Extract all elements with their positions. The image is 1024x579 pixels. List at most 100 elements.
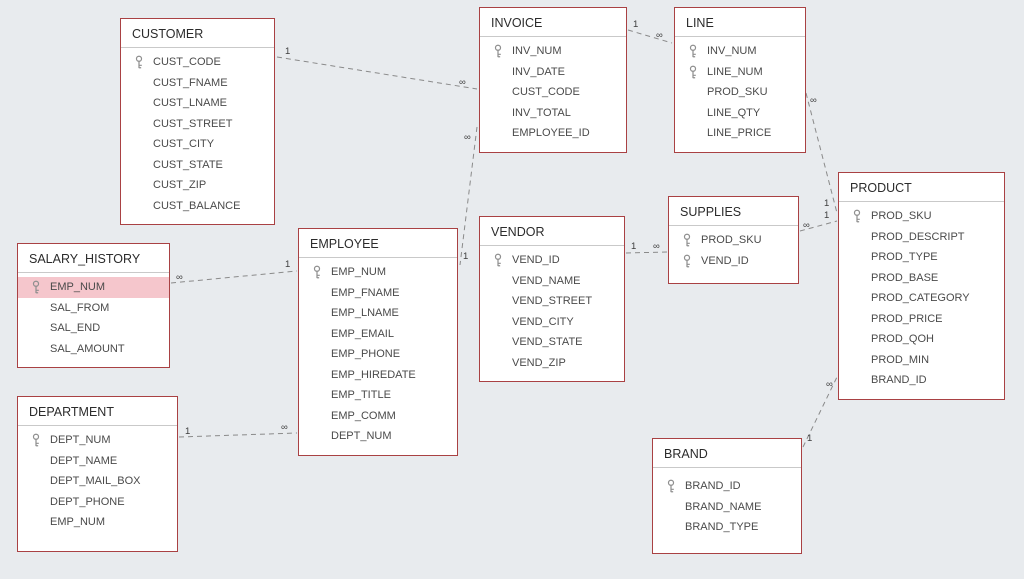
field-row[interactable]: VEND_STATE [480, 332, 624, 353]
field-row[interactable]: INV_NUM [675, 41, 805, 62]
relationship-employee-salary-history: ∞ 1 [170, 259, 298, 284]
entity-table-department[interactable]: DEPARTMENT DEPT_NUM DEPT_NAME DEPT_MAIL_… [17, 396, 178, 552]
relationship-vendor-supplies: 1 ∞ [625, 241, 668, 254]
field-row[interactable]: DEPT_NUM [18, 430, 177, 451]
table-title[interactable]: LINE [675, 8, 805, 37]
entity-table-employee[interactable]: EMPLOYEE EMP_NUM EMP_FNAME EMP_LNAME EMP… [298, 228, 458, 456]
entity-table-salary-history[interactable]: SALARY_HISTORY EMP_NUM SAL_FROM SAL_END … [17, 243, 170, 368]
field-row[interactable]: EMP_TITLE [299, 385, 457, 406]
primary-key-icon [665, 479, 677, 493]
field-row[interactable]: VEND_NAME [480, 271, 624, 292]
relationship-line[interactable] [178, 432, 298, 438]
table-title[interactable]: SALARY_HISTORY [18, 244, 169, 273]
field-row[interactable]: LINE_QTY [675, 103, 805, 124]
relationship-line[interactable] [276, 56, 478, 90]
entity-table-line[interactable]: LINE INV_NUM LINE_NUM PROD_SKU LINE_QTY [674, 7, 806, 153]
cardinality-label: ∞ [826, 379, 833, 390]
entity-table-brand[interactable]: BRAND BRAND_ID BRAND_NAME BRAND_TYPE [652, 438, 802, 554]
field-row[interactable]: DEPT_NUM [299, 426, 457, 447]
field-row[interactable]: LINE_PRICE [675, 123, 805, 144]
entity-table-product[interactable]: PRODUCT PROD_SKU PROD_DESCRIPT PROD_TYPE… [838, 172, 1005, 400]
relationship-line[interactable] [805, 92, 838, 214]
field-row[interactable]: INV_DATE [480, 62, 626, 83]
field-row[interactable]: PROD_PRICE [839, 309, 1004, 330]
field-name: DEPT_NUM [50, 434, 111, 447]
field-row[interactable]: VEND_ID [480, 250, 624, 271]
field-row[interactable]: SAL_AMOUNT [18, 339, 169, 360]
table-title[interactable]: SUPPLIES [669, 197, 798, 226]
field-row[interactable]: LINE_NUM [675, 62, 805, 83]
field-row[interactable]: BRAND_ID [653, 476, 801, 497]
field-row[interactable]: CUST_STATE [121, 155, 274, 176]
field-name: BRAND_ID [685, 480, 741, 493]
table-title[interactable]: INVOICE [480, 8, 626, 37]
field-list: INV_NUM INV_DATE CUST_CODE INV_TOTAL EMP… [480, 37, 626, 152]
field-row[interactable]: PROD_TYPE [839, 247, 1004, 268]
field-row[interactable]: PROD_SKU [839, 206, 1004, 227]
field-row[interactable]: PROD_DESCRIPT [839, 227, 1004, 248]
field-row[interactable]: EMP_FNAME [299, 283, 457, 304]
field-row[interactable]: DEPT_MAIL_BOX [18, 471, 177, 492]
table-title[interactable]: VENDOR [480, 217, 624, 246]
table-title[interactable]: PRODUCT [839, 173, 1004, 202]
field-row[interactable]: CUST_CODE [480, 82, 626, 103]
field-row[interactable]: BRAND_TYPE [653, 517, 801, 538]
field-row[interactable]: CUST_ZIP [121, 175, 274, 196]
field-row[interactable]: CUST_LNAME [121, 93, 274, 114]
field-row[interactable]: INV_NUM [480, 41, 626, 62]
relationship-line[interactable] [625, 251, 668, 254]
field-row[interactable]: CUST_FNAME [121, 73, 274, 94]
field-row[interactable]: CUST_BALANCE [121, 196, 274, 217]
cardinality-label: ∞ [459, 77, 466, 88]
field-row[interactable]: DEPT_PHONE [18, 492, 177, 513]
field-row[interactable]: EMP_NUM [299, 262, 457, 283]
entity-table-invoice[interactable]: INVOICE INV_NUM INV_DATE CUST_CODE INV_T… [479, 7, 627, 153]
field-row[interactable]: CUST_CITY [121, 134, 274, 155]
field-row[interactable]: VEND_ZIP [480, 353, 624, 374]
field-row[interactable]: PROD_QOH [839, 329, 1004, 350]
field-row[interactable]: SAL_END [18, 318, 169, 339]
field-row[interactable]: PROD_CATEGORY [839, 288, 1004, 309]
table-title[interactable]: BRAND [653, 439, 801, 468]
relationship-line[interactable] [459, 126, 478, 266]
relationship-line[interactable] [170, 270, 298, 284]
relationship-line[interactable] [799, 220, 838, 232]
table-title[interactable]: CUSTOMER [121, 19, 274, 48]
field-row[interactable]: EMP_NUM [18, 512, 177, 533]
field-name: CUST_CODE [512, 86, 580, 99]
field-row[interactable]: EMP_EMAIL [299, 324, 457, 345]
field-name: EMP_NUM [331, 266, 387, 279]
relationship-line[interactable] [802, 376, 838, 448]
table-title[interactable]: EMPLOYEE [299, 229, 457, 258]
field-row[interactable]: PROD_MIN [839, 350, 1004, 371]
field-row[interactable]: VEND_STREET [480, 291, 624, 312]
field-row[interactable]: BRAND_NAME [653, 497, 801, 518]
field-row[interactable]: PROD_SKU [675, 82, 805, 103]
entity-table-customer[interactable]: CUSTOMER CUST_CODE CUST_FNAME CUST_LNAME… [120, 18, 275, 225]
field-row[interactable]: EMP_HIREDATE [299, 365, 457, 386]
field-row[interactable]: CUST_CODE [121, 52, 274, 73]
field-name: PROD_BASE [871, 271, 939, 284]
field-row[interactable]: DEPT_NAME [18, 451, 177, 472]
field-row[interactable]: EMPLOYEE_ID [480, 123, 626, 144]
field-row[interactable]: PROD_SKU [669, 230, 798, 251]
field-row[interactable]: EMP_COMM [299, 406, 457, 427]
table-title[interactable]: DEPARTMENT [18, 397, 177, 426]
field-row[interactable]: VEND_ID [669, 251, 798, 272]
entity-table-vendor[interactable]: VENDOR VEND_ID VEND_NAME VEND_STREET VEN… [479, 216, 625, 382]
field-row[interactable]: PROD_BASE [839, 268, 1004, 289]
field-row[interactable]: CUST_STREET [121, 114, 274, 135]
field-row[interactable]: EMP_NUM [18, 277, 169, 298]
field-row[interactable]: EMP_LNAME [299, 303, 457, 324]
relationship-department-employee: 1 ∞ [178, 422, 298, 438]
relationship-line[interactable] [627, 29, 673, 44]
field-name: EMP_NUM [50, 516, 106, 529]
entity-table-supplies[interactable]: SUPPLIES PROD_SKU VEND_ID [668, 196, 799, 284]
field-row[interactable]: SAL_FROM [18, 298, 169, 319]
field-row[interactable]: INV_TOTAL [480, 103, 626, 124]
primary-key-icon [30, 433, 42, 447]
field-row[interactable]: VEND_CITY [480, 312, 624, 333]
field-row[interactable]: BRAND_ID [839, 370, 1004, 391]
field-name: CUST_ZIP [153, 179, 207, 192]
field-row[interactable]: EMP_PHONE [299, 344, 457, 365]
